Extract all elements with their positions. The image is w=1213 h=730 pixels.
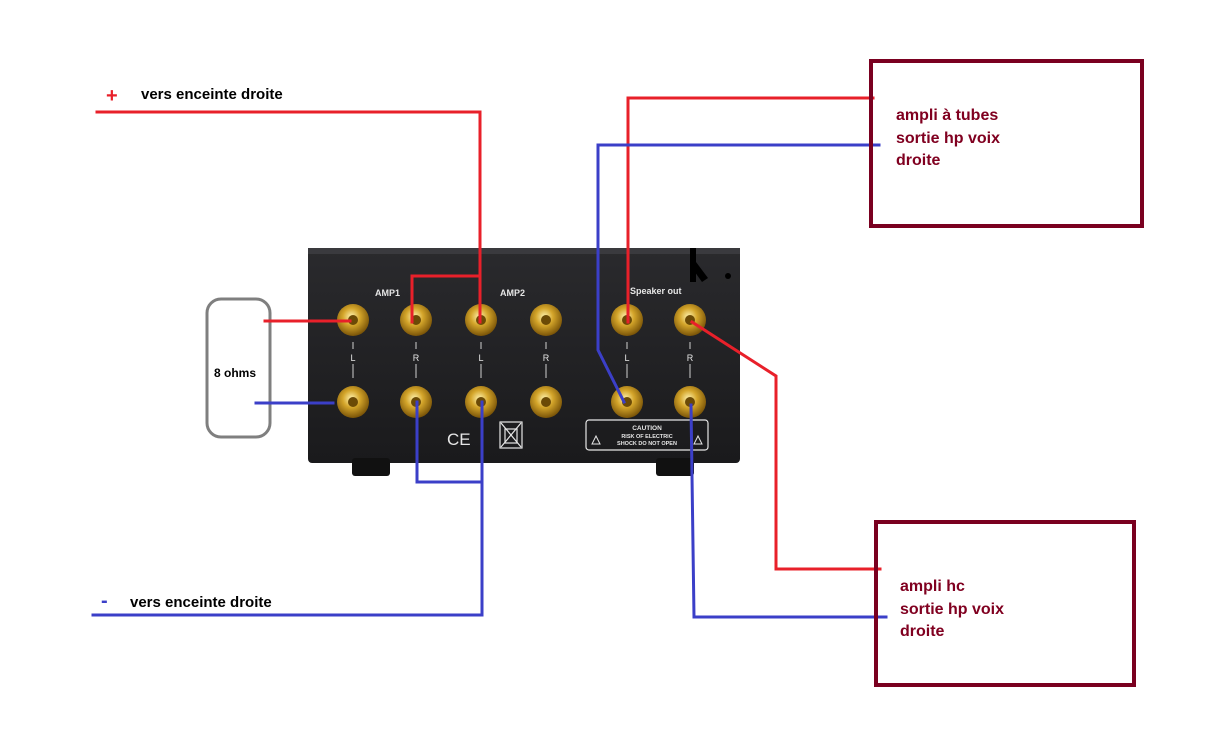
box-hc-line-3: droite (900, 623, 945, 640)
amp1-label: AMP1 (375, 288, 400, 298)
switch-box-foot-right (656, 458, 694, 476)
channel-label: L (624, 353, 629, 363)
caution-line-1: RISK OF ELECTRIC (621, 434, 672, 440)
box-hc-line-1: ampli hc (900, 578, 965, 595)
wire-out-l-neg-to-tubes (596, 143, 881, 405)
switch-box-top-edge (308, 248, 740, 254)
terminal-hole (348, 397, 358, 407)
terminal-hole (541, 315, 551, 325)
blue-wires (91, 143, 888, 619)
box-tubes-line-3: droite (896, 152, 941, 169)
ce-mark: CE (447, 430, 471, 449)
channel-label: R (543, 353, 550, 363)
negative-wire-label: vers enceinte droite (130, 594, 272, 611)
speaker-out-label: Speaker out (630, 286, 682, 296)
amp2-label: AMP2 (500, 288, 525, 298)
caution-title: CAUTION (632, 425, 662, 432)
wire-out-r-neg-to-hc (689, 403, 888, 619)
switch-box-foot-left (352, 458, 390, 476)
box-hc-line-2: sortie hp voix (900, 600, 1005, 618)
warning-triangle-icon (693, 434, 703, 445)
channel-separators (352, 342, 691, 378)
positive-wire-label: vers enceinte droite (141, 86, 283, 103)
channel-label: R (687, 353, 694, 363)
red-wires (95, 96, 882, 571)
scribble-mark (690, 248, 731, 282)
box-ampli-hc (874, 520, 1136, 687)
box-tubes-line-2: sortie hp voix (896, 129, 1001, 147)
wire-out-r-to-hc (689, 319, 882, 571)
lightning-warning-icon (591, 434, 601, 445)
box-hc-text: ampli hc sortie hp voix droite (900, 576, 1004, 644)
box-tubes-line-1: ampli à tubes (896, 107, 999, 124)
wire-amp1-r-jumper (410, 274, 482, 324)
minus-sign: - (101, 590, 108, 612)
resistor-8-ohms (205, 297, 272, 439)
wire-out-l-to-tubes (626, 96, 875, 324)
box-ampli-tubes (869, 59, 1144, 228)
wire-plus-to-amp2-l (95, 110, 482, 324)
weee-bin-icon (499, 421, 523, 449)
channel-label: L (478, 353, 483, 363)
terminal-hole (622, 397, 632, 407)
channel-label: R (413, 353, 420, 363)
wire-minus-to-amp2-l (91, 400, 484, 617)
terminal-hole (685, 397, 695, 407)
terminal-hole (541, 397, 551, 407)
box-tubes-text: ampli à tubes sortie hp voix droite (896, 105, 1000, 173)
caution-label: CAUTION RISK OF ELECTRIC SHOCK DO NOT OP… (585, 419, 709, 451)
plus-sign: + (106, 85, 118, 107)
wire-amp1-r-jumper-neg (415, 400, 484, 484)
switch-box-body (308, 248, 740, 463)
channel-label: L (350, 353, 355, 363)
terminals-top-row (337, 304, 706, 336)
resistor-label: 8 ohms (214, 366, 257, 380)
caution-line-2: SHOCK DO NOT OPEN (617, 441, 677, 447)
